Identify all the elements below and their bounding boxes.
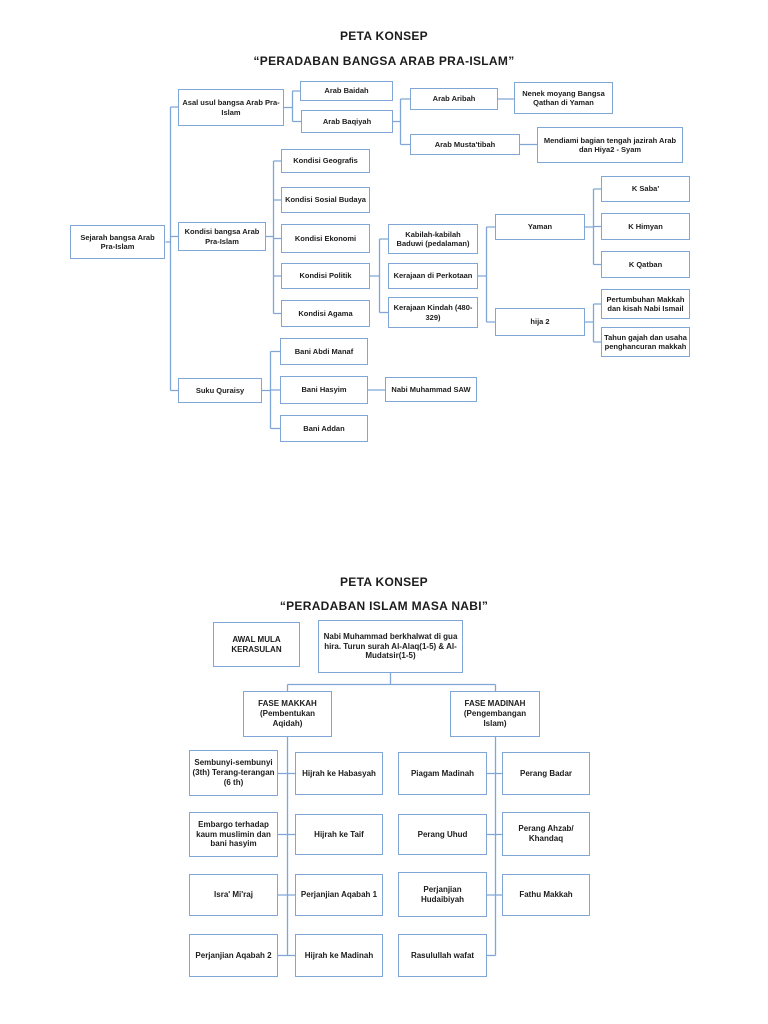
node-bani-addan: Bani Addan [280, 415, 368, 442]
node-hija2: hija 2 [495, 308, 585, 336]
node-mendiami-jazirah: Mendiami bagian tengah jazirah Arab dan … [537, 127, 683, 163]
node-hijrah-madinah: Hijrah ke Madinah [295, 934, 383, 977]
node-kerajaan-kindah: Kerajaan Kindah (480-329) [388, 297, 478, 328]
node-fase-makkah: FASE MAKKAH (Pembentukan Aqidah) [243, 691, 332, 737]
node-perjanjian-hudaibiyah: Perjanjian Hudaibiyah [398, 872, 487, 917]
node-piagam-madinah: Piagam Madinah [398, 752, 487, 795]
node-kerajaan-perkotaan: Kerajaan di Perkotaan [388, 263, 478, 289]
node-kondisi-ekonomi: Kondisi Ekonomi [281, 224, 370, 253]
node-embargo: Embargo terhadap kaum muslimin dan bani … [189, 812, 278, 857]
node-fathu-makkah: Fathu Makkah [502, 874, 590, 916]
node-k-qatban: K Qatban [601, 251, 690, 278]
node-perang-badar: Perang Badar [502, 752, 590, 795]
node-rasulullah-wafat: Rasulullah wafat [398, 934, 487, 977]
node-hijrah-taif: Hijrah ke Taif [295, 814, 383, 855]
node-perjanjian-aqabah-2: Perjanjian Aqabah 2 [189, 934, 278, 977]
node-nabi-berkhalwat: Nabi Muhammad berkhalwat di gua hira. Tu… [318, 620, 463, 673]
node-kondisi-agama: Kondisi Agama [281, 300, 370, 327]
node-kondisi-politik: Kondisi Politik [281, 263, 370, 289]
diagram2-subtitle: “PERADABAN ISLAM MASA NABI” [279, 599, 489, 613]
node-yaman: Yaman [495, 214, 585, 240]
node-hijrah-habasyah: Hijrah ke Habasyah [295, 752, 383, 795]
node-arab-aribah: Arab Aribah [410, 88, 498, 110]
node-arab-baidah: Arab Baidah [300, 81, 393, 101]
node-kondisi-bangsa: Kondisi bangsa Arab Pra-Islam [178, 222, 266, 251]
node-kabilah-baduwi: Kabilah-kabilah Baduwi (pedalaman) [388, 224, 478, 254]
node-arab-mustatibah: Arab Musta'tibah [410, 134, 520, 155]
node-perang-ahzab-khandaq: Perang Ahzab/ Khandaq [502, 812, 590, 856]
node-perjanjian-aqabah-1: Perjanjian Aqabah 1 [295, 874, 383, 916]
diagram1-subtitle: “PERADABAN BANGSA ARAB PRA-ISLAM” [253, 54, 515, 68]
node-pertumbuhan-makkah: Pertumbuhan Makkah dan kisah Nabi Ismail [601, 289, 690, 319]
node-kondisi-geografis: Kondisi Geografis [281, 149, 370, 173]
diagram2-title: PETA KONSEP [340, 575, 428, 589]
node-sejarah-bangsa-arab: Sejarah bangsa Arab Pra-Islam [70, 225, 165, 259]
node-kondisi-sosial-budaya: Kondisi Sosial Budaya [281, 187, 370, 213]
node-bani-hasyim: Bani Hasyim [280, 376, 368, 404]
node-tahun-gajah: Tahun gajah dan usaha penghancuran makka… [601, 327, 690, 357]
node-k-saba: K Saba' [601, 176, 690, 202]
node-k-himyan: K Himyan [601, 213, 690, 240]
diagram1-title: PETA KONSEP [340, 29, 428, 43]
node-perang-uhud: Perang Uhud [398, 814, 487, 855]
node-bani-abdi-manaf: Bani Abdi Manaf [280, 338, 368, 365]
node-nenek-moyang: Nenek moyang Bangsa Qathan di Yaman [514, 82, 613, 114]
node-awal-mula-kerasulan: AWAL MULA KERASULAN [213, 622, 300, 667]
node-suku-quraisy: Suku Quraisy [178, 378, 262, 403]
node-sembunyi-terangan: Sembunyi-sembunyi (3th) Terang-terangan … [189, 750, 278, 796]
node-arab-baqiyah: Arab Baqiyah [301, 110, 393, 133]
node-isra-miraj: Isra' Mi'raj [189, 874, 278, 916]
node-asal-usul: Asal usul bangsa Arab Pra-Islam [178, 89, 284, 126]
node-nabi-muhammad-saw: Nabi Muhammad SAW [385, 377, 477, 402]
node-fase-madinah: FASE MADINAH (Pengembangan Islam) [450, 691, 540, 737]
